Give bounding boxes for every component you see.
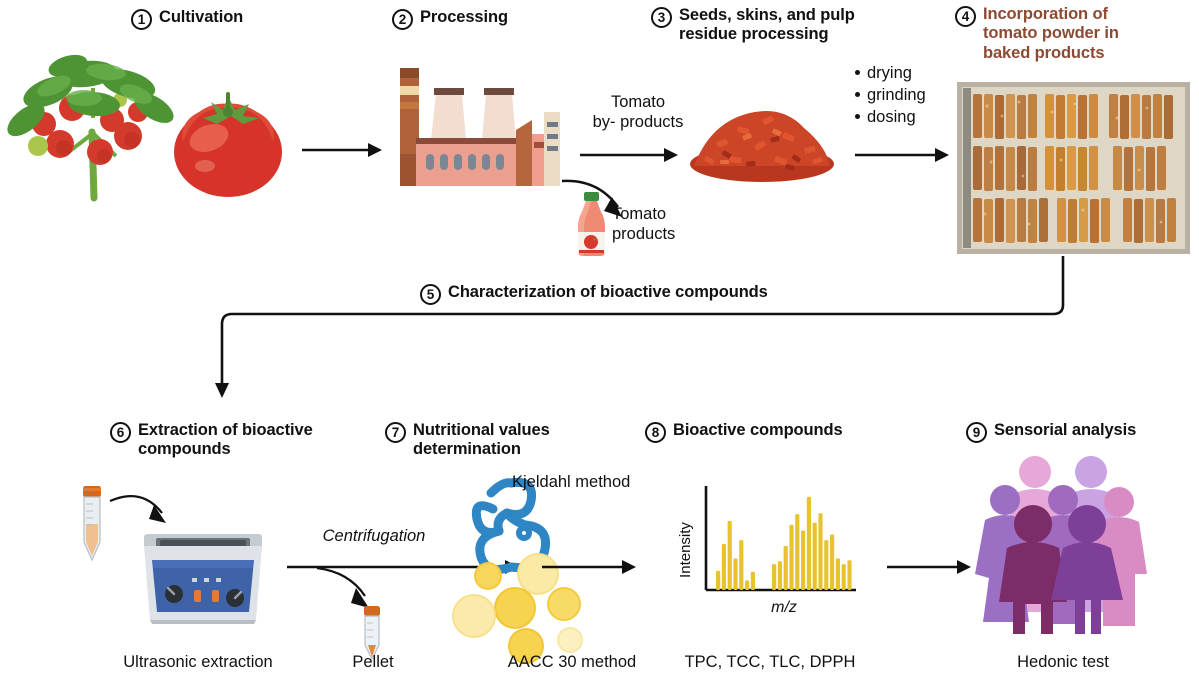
step-title-3: Seeds, skins, and pulp residue processin… [679,6,855,44]
mass-spectrum-chart: Intensity m/z [676,478,862,618]
spectrum-peak [830,534,835,590]
spectrum-xlabel: m/z [771,599,797,616]
step-heading-8: 8 Bioactive compounds [645,421,843,443]
step-heading-6: 6 Extraction of bioactive compounds [110,421,313,460]
baked-products-photo [957,82,1190,254]
arrow-step8-step9 [887,560,971,574]
arrow-step1-step2 [302,143,382,157]
step-number-6: 6 [110,422,131,443]
spectrum-peak [812,522,817,590]
spectrum-peak [841,564,846,590]
spectrum-peak [750,571,755,590]
step-title-4: Incorporation of tomato powder in baked … [983,5,1119,62]
arrow-step3-step4 [855,148,949,162]
step-number-5: 5 [420,284,441,305]
kjeldahl-apparatus-illustration [455,475,565,580]
spectrum-peak [721,543,726,590]
tomato-plant-illustration [7,48,188,208]
step-number-1: 1 [131,9,152,30]
arrow-tube-to-bath [109,495,166,523]
spectrum-peak [795,514,800,590]
spectrum-peak [733,558,738,590]
caption-assays: TPC, TCC, TLC, DPPH [684,653,856,671]
spectrum-peak [789,524,794,590]
step-heading-5: 5 Characterization of bioactive compound… [420,283,768,305]
step-number-2: 2 [392,9,413,30]
step-title-1: Cultivation [159,8,244,26]
tomato-fruit-illustration [165,82,293,202]
caption-hedonic-test: Hedonic test [1017,653,1109,671]
step-number-8: 8 [645,422,666,443]
spectrum-peak [727,520,732,590]
spectrum-peak [801,530,806,590]
arrow-tomato-products [561,179,622,217]
step-number-4: 4 [955,6,976,27]
step-title-9: Sensorial analysis [994,421,1137,439]
spectrum-peak [824,540,829,590]
step-heading-1: 1 Cultivation [131,8,243,30]
spectrum-peak [806,496,811,590]
spectrum-peak [818,513,823,590]
bullet-dot [855,91,860,97]
aacc-discs-illustration [452,553,597,664]
step-title-5: Characterization of bioactive compounds [448,283,768,301]
bullet-dot [855,113,860,119]
bullet-item: drying [855,63,926,85]
step-title-8: Bioactive compounds [673,421,843,439]
step-title-6: Extraction of bioactive compounds [138,421,313,459]
step-title-7: Nutritional values determination [413,421,550,459]
spectrum-peak [777,561,782,590]
spectrum-peak [745,580,750,590]
spectrum-peak [835,558,840,590]
bullet-item: grinding [855,85,926,107]
label-tomato-byproducts: Tomato by- products [592,93,684,131]
spectrum-ylabel: Intensity [677,522,694,578]
people-group-illustration [975,452,1151,638]
tomato-powder-illustration [686,98,838,184]
bullet-dot [855,70,860,75]
label-kjeldahl-method: Kjeldahl method [512,473,631,491]
processing-bullet-list: drying grinding dosing [855,63,926,128]
pellet-tube-illustration [356,605,388,663]
step-heading-7: 7 Nutritional values determination [385,421,550,460]
spectrum-peak [716,570,721,590]
label-centrifugation: Centrifugation [322,527,426,545]
sample-tube-illustration [75,484,109,566]
spectrum-peak [847,560,852,590]
arrow-to-pellet [316,566,369,608]
step-number-7: 7 [385,422,406,443]
spectrum-peak [783,545,788,590]
arrow-step7-step8 [542,560,636,574]
step-heading-9: 9 Sensorial analysis [966,421,1136,443]
spectrum-peak [739,540,744,590]
tomato-juice-bottle-illustration [567,190,615,258]
caption-aacc-method: AACC 30 method [507,653,637,671]
spectrum-peak [772,564,777,590]
step-heading-4: 4 Incorporation of tomato powder in bake… [955,5,1119,63]
ultrasonic-bath-illustration [138,520,272,628]
step-title-2: Processing [420,8,508,26]
factory-illustration [386,58,561,188]
step-heading-2: 2 Processing [392,8,508,30]
caption-pellet: Pellet [352,653,394,671]
step-number-9: 9 [966,422,987,443]
step-number-3: 3 [651,7,672,28]
arrow-step2-step3 [580,148,678,162]
step-heading-3: 3 Seeds, skins, and pulp residue process… [651,6,855,45]
label-tomato-products: Tomato products [612,205,676,243]
bullet-item: dosing [855,107,926,129]
caption-ultrasonic-extraction: Ultrasonic extraction [123,653,273,671]
